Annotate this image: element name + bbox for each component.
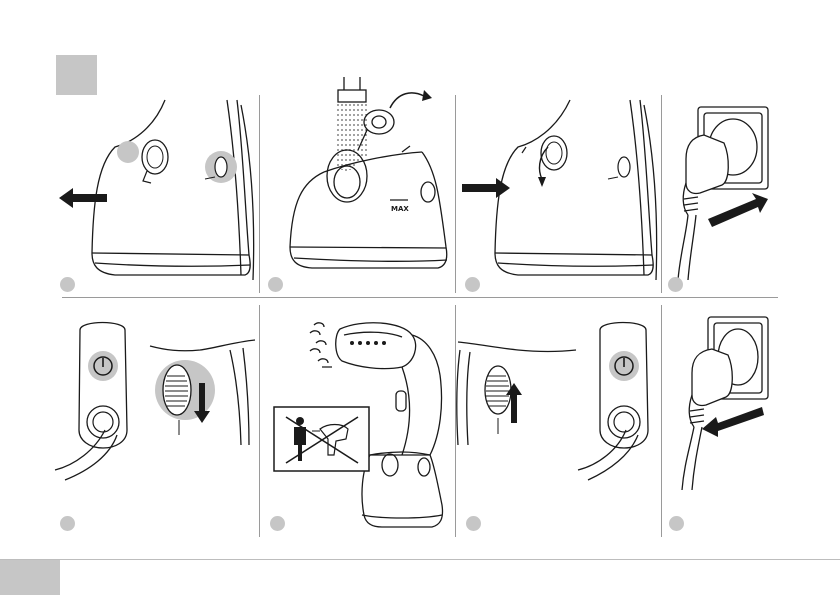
step-2-marker [268,277,283,292]
step-6-panel [262,305,457,535]
step-5-panel [55,310,255,535]
step-1-marker [60,277,75,292]
arrow-down-icon [194,383,210,423]
column-divider [661,95,662,293]
column-divider [661,305,662,537]
steamer-in-use-illustration [262,305,457,535]
step-8-panel [664,305,774,535]
arrow-right-icon [460,178,510,198]
step-3-panel [458,95,658,295]
step-4-marker [668,277,683,292]
plug-icon [664,305,774,535]
step-7-panel [458,310,658,535]
step-6-marker [270,516,285,531]
column-divider [259,95,260,293]
fill-tank-illustration [262,72,457,294]
footer-rule [0,559,840,560]
step-4-panel [664,95,774,295]
language-tab-marker [56,55,97,95]
step-2-panel: MAX [262,72,457,294]
step-8-marker [669,516,684,531]
arrow-up-icon [506,383,522,423]
control-panel-illustration [458,310,658,535]
row-divider [62,297,778,298]
step-1-panel [55,95,255,295]
arrow-left-icon [59,188,109,208]
max-level-label: MAX [391,205,409,213]
step-7-marker [466,516,481,531]
column-divider [259,305,260,537]
control-panel-illustration [55,310,255,535]
step-3-marker [465,277,480,292]
plug-icon [664,95,774,295]
page-tab-marker [0,560,60,595]
step-5-marker [60,516,75,531]
